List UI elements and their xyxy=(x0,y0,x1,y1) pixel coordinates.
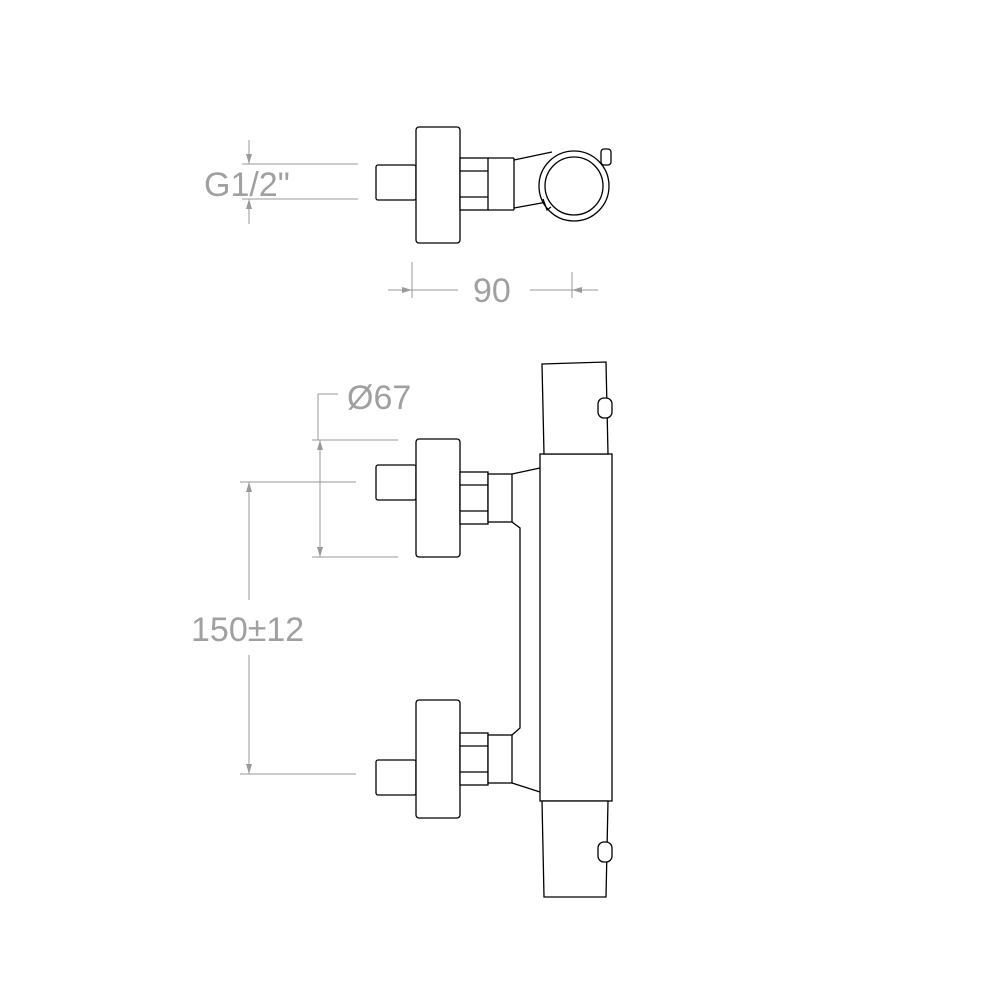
top-arm xyxy=(513,151,553,209)
width-dimension: 90 xyxy=(388,262,598,310)
thread-size-label: G1/2" xyxy=(204,166,290,204)
top-body-inner-ring xyxy=(544,156,604,216)
upper-connector xyxy=(375,438,513,558)
top-handle xyxy=(541,361,609,455)
center-distance-dimension: 150±12 xyxy=(191,481,356,775)
upper-inlet-pipe xyxy=(375,464,417,501)
top-view xyxy=(375,126,612,244)
top-knob-button xyxy=(597,397,613,419)
lower-connector xyxy=(375,699,513,819)
top-body-ring xyxy=(538,150,610,222)
flange-diameter-dimension: Ø67 xyxy=(312,379,411,558)
width-label: 90 xyxy=(473,272,511,310)
top-flange xyxy=(415,126,461,244)
top-hex-nut xyxy=(459,157,515,211)
upper-nipple xyxy=(487,473,513,523)
main-body xyxy=(539,453,613,802)
flange-diameter-label: Ø67 xyxy=(347,379,411,417)
lower-inlet-pipe xyxy=(375,759,417,796)
bottom-knob-button xyxy=(597,841,613,863)
top-knob-pin xyxy=(600,148,612,166)
upper-hex-nut xyxy=(459,471,489,525)
upper-flange xyxy=(415,438,461,558)
front-view xyxy=(375,361,613,898)
center-distance-label: 150±12 xyxy=(191,611,304,649)
thread-dimension: G1/2" xyxy=(204,140,358,224)
bridge-link xyxy=(511,467,541,793)
top-clip xyxy=(542,198,552,212)
top-inlet-pipe xyxy=(375,164,417,201)
lower-flange xyxy=(415,699,461,819)
lower-nipple xyxy=(487,734,513,784)
bottom-handle xyxy=(541,800,609,898)
lower-hex-nut xyxy=(459,732,489,786)
